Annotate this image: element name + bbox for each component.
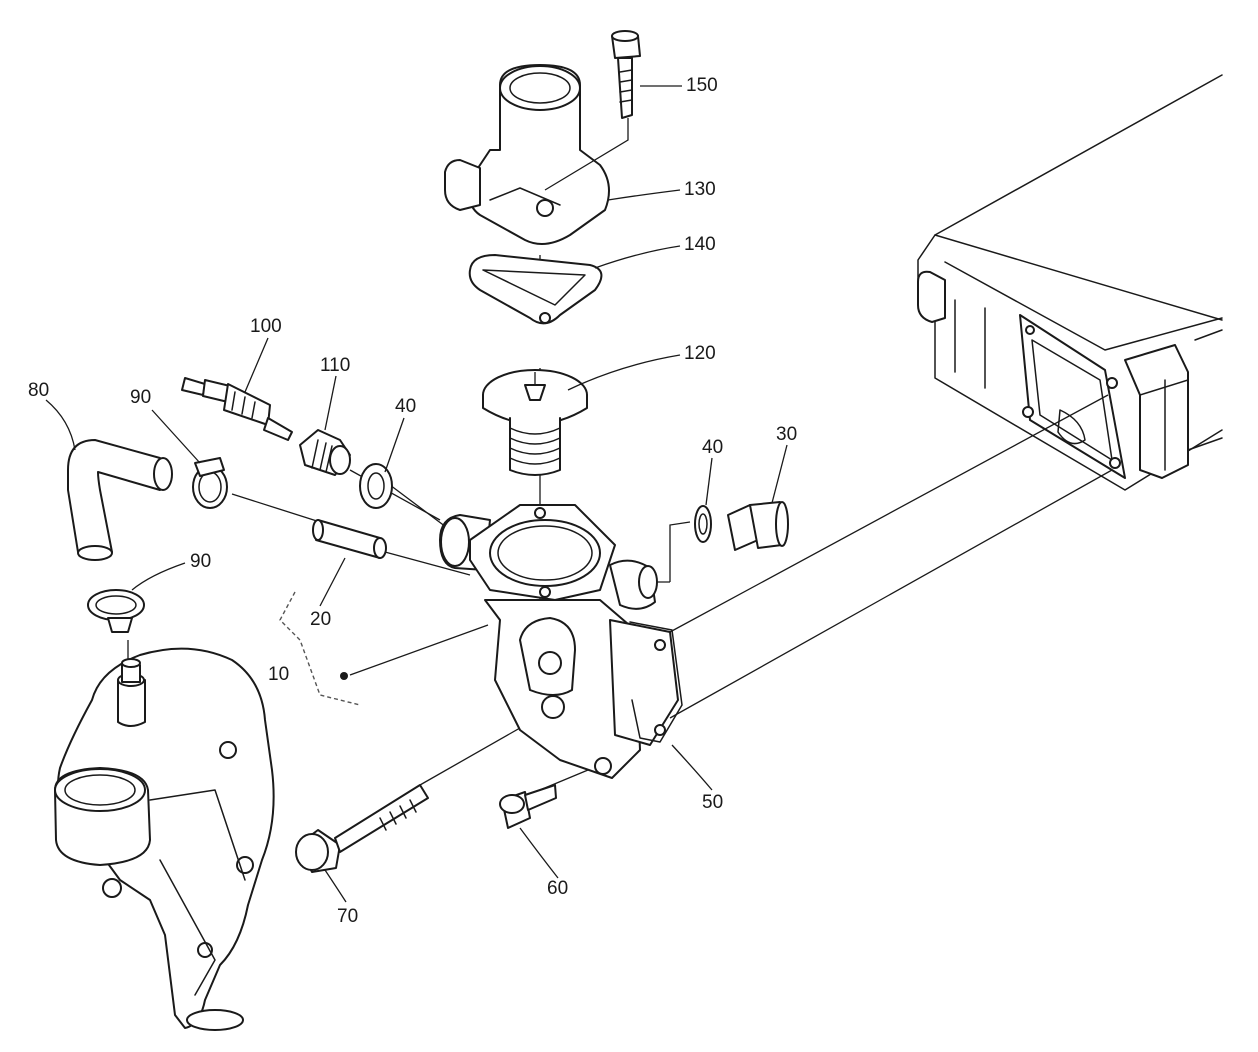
callout-40-left: 40 — [395, 396, 416, 417]
callout-50: 50 — [702, 792, 723, 813]
callout-120: 120 — [684, 343, 716, 364]
gasket-140 — [468, 254, 603, 325]
assembly-dot — [340, 672, 348, 680]
callout-110: 110 — [320, 355, 350, 376]
callout-labels: 150 130 140 120 100 110 40 80 90 40 30 9… — [28, 75, 797, 927]
thermostat-120 — [482, 369, 588, 476]
callout-10: 10 — [268, 664, 289, 685]
adapter-110 — [299, 429, 351, 476]
assembly-outline-10 — [279, 591, 361, 706]
callout-60: 60 — [547, 878, 568, 899]
hose-clamp-90-upper — [192, 457, 228, 509]
bypass-hose-80 — [67, 439, 173, 561]
callout-130: 130 — [684, 179, 716, 200]
callout-40-right: 40 — [702, 437, 723, 458]
callout-leaders — [45, 85, 788, 903]
thermostat-housing — [439, 504, 679, 779]
gasket-50 — [629, 621, 683, 743]
temperature-sender-100 — [181, 377, 293, 441]
water-pump — [54, 647, 275, 1031]
callout-30: 30 — [776, 424, 797, 445]
pipe-20 — [312, 519, 387, 559]
engine-block — [917, 74, 1223, 491]
callout-90-upper: 90 — [130, 387, 151, 408]
callout-140: 140 — [684, 234, 716, 255]
washer-40-right — [694, 505, 712, 543]
bolt-60 — [499, 784, 557, 829]
washer-40-left — [359, 463, 393, 509]
callout-20: 20 — [310, 609, 331, 630]
water-outlet-130 — [444, 64, 610, 245]
callout-90-lower: 90 — [190, 551, 211, 572]
callout-150: 150 — [686, 75, 718, 96]
hose-clamp-90-lower — [87, 589, 145, 633]
callout-100: 100 — [250, 316, 282, 337]
callout-70: 70 — [337, 906, 358, 927]
bolt-70 — [295, 784, 429, 873]
plug-30 — [727, 501, 789, 551]
callout-80: 80 — [28, 380, 49, 401]
bolt-150 — [544, 30, 641, 191]
